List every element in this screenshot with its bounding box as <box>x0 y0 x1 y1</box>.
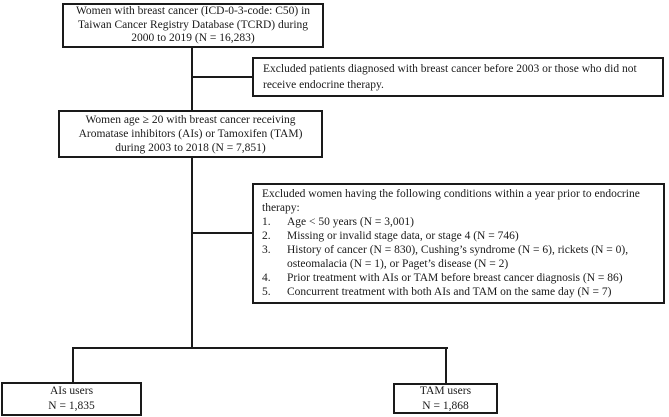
source-population-box: Women with breast cancer (ICD-0-3-code: … <box>62 3 324 48</box>
exclusion-item-line: Age < 50 years (N = 3,001) <box>287 216 414 228</box>
connector-split-horizontal <box>72 347 448 349</box>
exclusion-1-box: Excluded patients diagnosed with breast … <box>252 57 664 97</box>
source-population-line: Taiwan Cancer Registry Database (TCRD) d… <box>77 18 309 31</box>
eligible-cohort-line: Aromatase inhibitors (AIs) or Tamoxifen … <box>78 128 303 140</box>
exclusion-2-header-line: therapy: <box>262 202 300 214</box>
tam-users-count: N = 1,868 <box>422 399 469 412</box>
exclusion-item-1: 1. Age < 50 years (N = 3,001) <box>262 215 655 229</box>
exclusion-item-text: Prior treatment with AIs or TAM before b… <box>287 271 655 285</box>
exclusion-item-number: 4. <box>262 272 271 284</box>
connector-split-to-tam <box>445 347 447 383</box>
eligible-cohort-box: Women age ≥ 20 with breast cancer receiv… <box>58 110 323 158</box>
source-population-line: 2000 to 2019 (N = 16,283) <box>131 32 255 45</box>
exclusion-item-line: Concurrent treatment with both AIs and T… <box>287 286 612 298</box>
exclusion-item-line: Missing or invalid stage data, or stage … <box>287 230 519 242</box>
exclusion-item-number: 5. <box>262 286 271 298</box>
exclusion-item-number: 3. <box>262 244 271 256</box>
exclusion-item-4: 4. Prior treatment with AIs or TAM befor… <box>262 271 655 285</box>
exclusion-item-text: Age < 50 years (N = 3,001) <box>287 215 655 229</box>
tam-users-label: TAM users <box>419 384 472 397</box>
connector-cohort-to-split <box>191 157 193 349</box>
ais-users-box: AIs users N = 1,835 <box>1 382 142 416</box>
exclusion-item-number: 2. <box>262 230 271 242</box>
exclusion-item-text: Concurrent treatment with both AIs and T… <box>287 285 655 299</box>
ais-users-count: N = 1,835 <box>48 400 95 412</box>
exclusion-item-line: osteomalacia (N = 1), or Paget’s disease… <box>287 258 509 270</box>
exclusion-2-box: Excluded women having the following cond… <box>252 183 665 304</box>
exclusion-item-text: Missing or invalid stage data, or stage … <box>287 229 655 243</box>
exclusion-2-header-line: Excluded women having the following cond… <box>262 188 640 200</box>
source-population-line: Women with breast cancer (ICD-0-3-code: … <box>75 5 311 18</box>
exclusion-item-2: 2. Missing or invalid stage data, or sta… <box>262 229 655 243</box>
exclusion-item-line: Prior treatment with AIs or TAM before b… <box>287 272 623 284</box>
exclusion-item-line: History of cancer (N = 830), Cushing’s s… <box>287 244 629 256</box>
eligible-cohort-line: during 2003 to 2018 (N = 7,851) <box>115 142 266 154</box>
connector-top-to-cohort <box>191 47 193 110</box>
connector-split-to-ais <box>72 347 74 382</box>
tam-users-box: TAM users N = 1,868 <box>393 383 498 414</box>
exclusion-item-number: 1. <box>262 216 271 228</box>
exclusion-1-line: Excluded patients diagnosed with breast … <box>263 63 637 75</box>
exclusion-item-text: History of cancer (N = 830), Cushing’s s… <box>287 243 655 271</box>
eligible-cohort-line: Women age ≥ 20 with breast cancer receiv… <box>85 114 296 126</box>
exclusion-item-5: 5. Concurrent treatment with both AIs an… <box>262 285 655 299</box>
ais-users-label: AIs users <box>49 385 94 397</box>
exclusion-1-line: receive endocrine therapy. <box>263 79 384 91</box>
exclusion-item-3: 3. History of cancer (N = 830), Cushing’… <box>262 243 655 271</box>
connector-branch-exclusion-2 <box>191 232 252 234</box>
connector-branch-exclusion-1 <box>191 76 252 78</box>
